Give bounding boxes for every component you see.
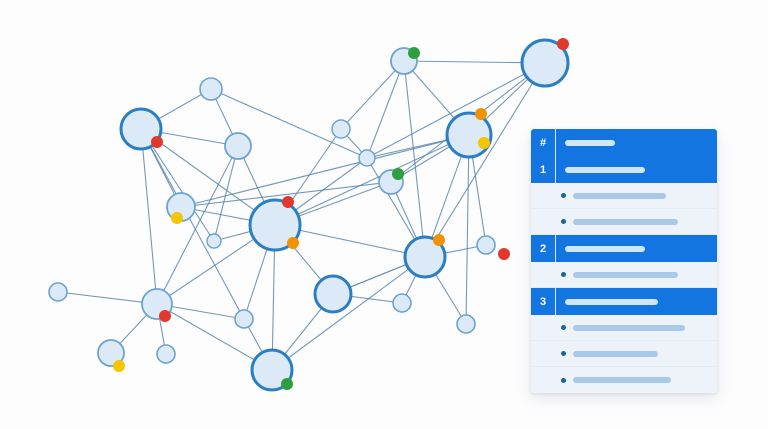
table-group-header-row[interactable]: 3 <box>531 288 717 315</box>
row-content <box>556 271 717 278</box>
table-row[interactable] <box>531 367 717 393</box>
bullet-icon <box>561 219 566 224</box>
row-index-label: 1 <box>531 156 556 183</box>
placeholder-text-bar <box>565 139 615 146</box>
graph-node[interactable] <box>48 282 68 302</box>
graph-edge <box>156 303 273 371</box>
node-status-badge <box>557 38 569 50</box>
node-status-badge <box>392 168 404 180</box>
placeholder-text-bar <box>573 377 671 383</box>
node-status-badge <box>281 378 293 390</box>
row-content <box>556 156 717 183</box>
graph-edge <box>465 134 470 325</box>
placeholder-text-bar <box>573 324 685 331</box>
graph-edge <box>140 128 245 320</box>
placeholder-text-bar <box>573 350 658 357</box>
bullet-icon <box>561 377 566 383</box>
graph-edge <box>57 291 158 305</box>
node-status-badge <box>287 237 299 249</box>
graph-node[interactable] <box>234 309 254 329</box>
placeholder-text-bar <box>573 218 678 225</box>
row-content <box>556 350 717 357</box>
graph-edge-layer <box>57 60 546 371</box>
graph-node[interactable] <box>224 132 252 160</box>
row-content <box>556 377 717 383</box>
graph-node[interactable] <box>250 348 294 392</box>
graph-edge <box>156 145 239 305</box>
row-content <box>556 129 717 156</box>
row-content <box>556 324 717 331</box>
graph-edge <box>274 134 470 226</box>
row-index-label: 2 <box>531 235 556 262</box>
graph-edge <box>180 134 470 208</box>
graph-node[interactable] <box>331 119 351 139</box>
node-status-badge <box>159 310 171 322</box>
graph-edge <box>140 128 215 242</box>
graph-node[interactable] <box>358 149 376 167</box>
node-status-badge <box>408 47 420 59</box>
graph-edge <box>140 128 158 305</box>
row-content <box>556 235 717 262</box>
row-content <box>556 288 717 315</box>
graph-edge <box>271 256 426 371</box>
graph-edge <box>340 60 405 130</box>
graph-node[interactable] <box>119 107 163 151</box>
node-status-badge <box>171 212 183 224</box>
row-content <box>556 218 717 225</box>
node-status-badge <box>478 137 490 149</box>
placeholder-text-bar <box>573 271 678 278</box>
graph-edge <box>366 60 405 159</box>
graph-node[interactable] <box>456 314 476 334</box>
graph-badge-layer <box>113 38 569 390</box>
graph-node[interactable] <box>476 235 496 255</box>
node-status-badge <box>113 360 125 372</box>
bullet-icon <box>561 351 566 356</box>
table-row[interactable] <box>531 341 717 367</box>
placeholder-text-bar <box>573 192 666 199</box>
graph-node-layer[interactable] <box>48 38 570 392</box>
node-status-badge <box>498 248 510 260</box>
graph-node[interactable] <box>313 274 353 314</box>
graph-node[interactable] <box>199 77 223 101</box>
graph-edge <box>366 62 546 159</box>
placeholder-text-bar <box>565 245 645 252</box>
row-index-label: 3 <box>531 288 556 315</box>
graph-edge <box>213 145 239 242</box>
bullet-icon <box>561 272 566 277</box>
table-row[interactable] <box>531 209 717 235</box>
row-index-label: # <box>531 129 556 156</box>
graph-edge <box>140 128 276 226</box>
graph-edge <box>403 60 426 258</box>
graph-edge <box>424 62 546 258</box>
graph-edge <box>210 88 368 159</box>
graph-node[interactable] <box>445 111 493 159</box>
table-group-header-row[interactable]: 1 <box>531 156 717 183</box>
row-content <box>556 192 717 199</box>
graph-edge <box>180 181 392 208</box>
graph-node[interactable] <box>392 293 412 313</box>
table-row[interactable] <box>531 315 717 341</box>
graph-node[interactable] <box>206 233 222 249</box>
table-row[interactable] <box>531 183 717 209</box>
graph-node[interactable] <box>403 235 447 279</box>
table-group-header-row[interactable]: # <box>531 129 717 156</box>
placeholder-text-bar <box>565 166 645 173</box>
graph-node[interactable] <box>97 339 125 367</box>
table-row[interactable] <box>531 262 717 288</box>
graph-node[interactable] <box>520 38 570 88</box>
graph-node[interactable] <box>248 198 302 252</box>
node-status-badge <box>282 196 294 208</box>
bullet-icon <box>561 325 566 330</box>
node-status-badge <box>433 234 445 246</box>
graph-node[interactable] <box>156 344 176 364</box>
table-group-header-row[interactable]: 2 <box>531 235 717 262</box>
node-status-badge <box>475 108 487 120</box>
results-table[interactable]: #1 2 3 <box>531 129 717 393</box>
placeholder-text-bar <box>565 298 658 305</box>
node-status-badge <box>151 136 163 148</box>
bullet-icon <box>561 193 566 198</box>
